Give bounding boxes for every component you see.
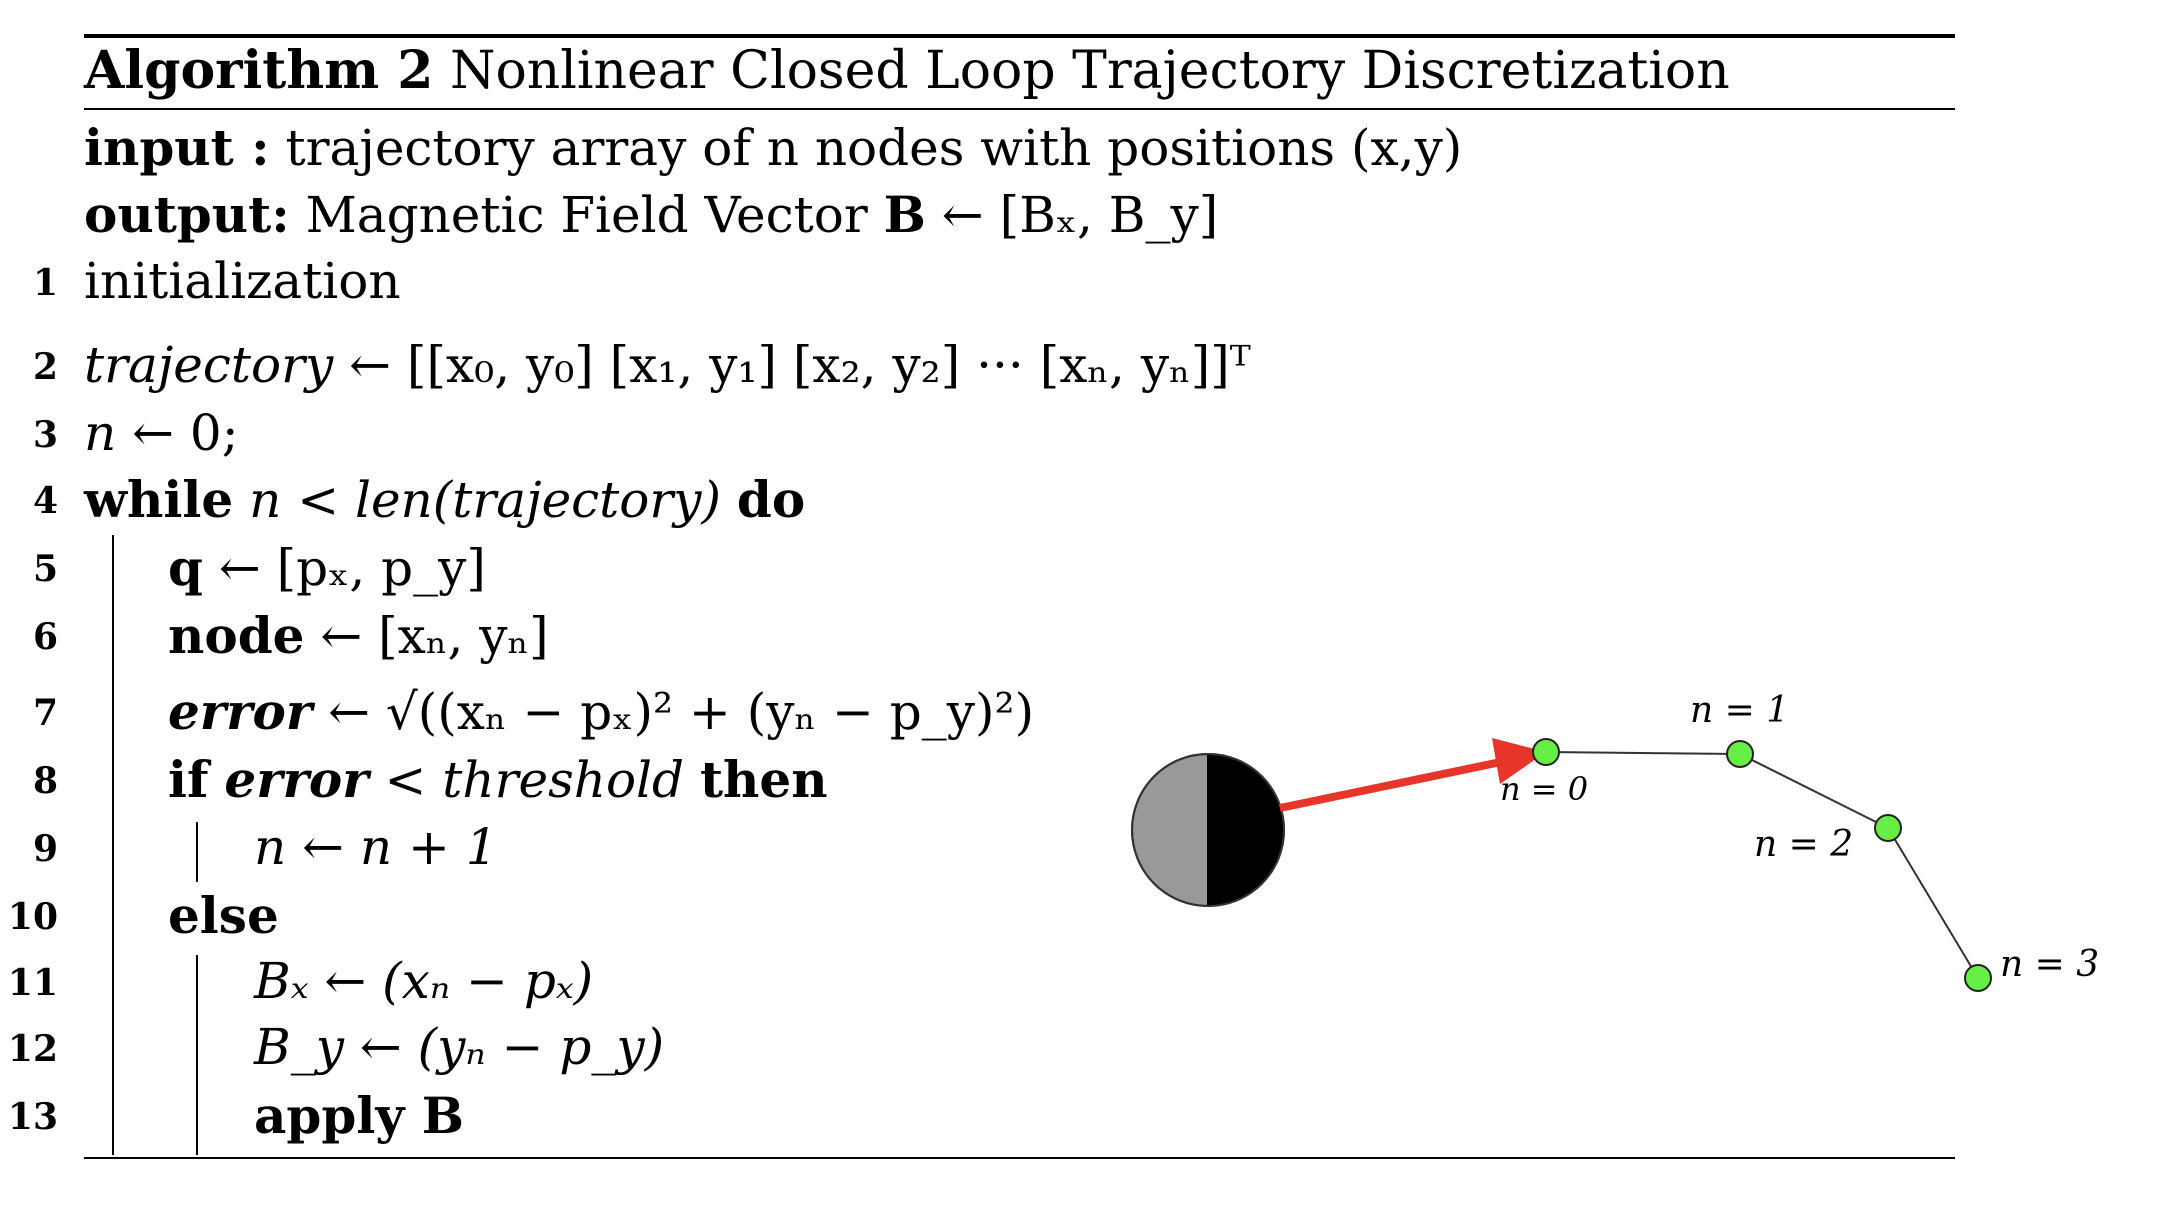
- node-label-1: n = 1: [1690, 690, 1789, 731]
- node-label-3: n = 3: [2000, 944, 2099, 985]
- input-separator: :: [233, 118, 270, 177]
- line-condition: n < len(trajectory): [233, 471, 737, 529]
- line-number: 8: [32, 760, 58, 802]
- algorithm-input: input : trajectory array of n nodes with…: [84, 118, 1462, 177]
- line-number: 13: [7, 1096, 58, 1138]
- algorithm-bottom-rule: [84, 1157, 1955, 1159]
- field-arrow: [1279, 754, 1521, 812]
- line-code: while n < len(trajectory) do: [84, 470, 805, 529]
- magnet-dark-half: [1207, 752, 1285, 908]
- line-text: ← [pₓ, p_y]: [202, 539, 486, 597]
- do-keyword: do: [736, 470, 806, 529]
- then-keyword: then: [699, 750, 828, 809]
- line-variable: error: [224, 750, 369, 809]
- output-vector: B: [883, 185, 926, 244]
- line-number: 2: [32, 346, 58, 388]
- algorithm-label: Algorithm 2: [84, 40, 434, 101]
- then-block-bar: [196, 822, 198, 882]
- line-number: 6: [32, 616, 58, 658]
- output-description: Magnetic Field Vector: [289, 186, 884, 244]
- line-number: 3: [32, 414, 58, 456]
- line-number: 11: [7, 962, 58, 1004]
- trajectory-node-2: [1874, 814, 1902, 842]
- line-number: 7: [32, 692, 58, 734]
- line-text: ← [xₙ, yₙ]: [304, 607, 549, 665]
- line-variable: B: [421, 1086, 465, 1145]
- line-variable: trajectory: [84, 336, 334, 394]
- line-number: 10: [7, 896, 58, 938]
- line-number: 4: [32, 480, 58, 522]
- trajectory-path: [1545, 751, 1979, 979]
- line-code: n ← 0;: [84, 404, 239, 462]
- trajectory-node-3: [1964, 964, 1992, 992]
- else-keyword: else: [168, 886, 279, 945]
- if-keyword: if: [168, 750, 209, 809]
- input-keyword: input: [84, 118, 234, 177]
- trajectory-diagram: n = 0 n = 1 n = 2 n = 3: [1131, 690, 2099, 992]
- line-code: error ← √((xₙ − pₓ)² + (yₙ − p_y)²): [168, 682, 1034, 741]
- magnet-light-half: [1131, 752, 1209, 908]
- line-text: B_y ← (yₙ − p_y): [254, 1018, 665, 1076]
- line-condition: < threshold: [368, 751, 700, 809]
- line-code: if error < threshold then: [168, 750, 828, 809]
- line-code: trajectory ← [[x₀, y₀] [x₁, y₁] [x₂, y₂]…: [84, 336, 1251, 394]
- line-text: ← 0;: [116, 404, 239, 462]
- trajectory-node-1: [1726, 740, 1754, 768]
- node-label-0: n = 0: [1500, 770, 1588, 808]
- line-text: ← [[x₀, y₀] [x₁, y₁] [x₂, y₂] ··· [xₙ, y…: [333, 336, 1251, 394]
- line-text: Bₓ ← (xₙ − pₓ): [254, 952, 594, 1010]
- magnet-outline: [1131, 753, 1285, 907]
- line-code: apply B: [254, 1086, 464, 1145]
- magnet-icon: [1131, 752, 1285, 908]
- line-variable: error: [168, 682, 313, 741]
- line-number: 5: [32, 548, 58, 590]
- line-code: q ← [pₓ, p_y]: [168, 538, 486, 597]
- line-variable: n: [84, 404, 117, 462]
- line-text: initialization: [84, 252, 401, 310]
- line-number: 1: [32, 262, 58, 304]
- while-keyword: while: [84, 470, 234, 529]
- output-assignment: ← [Bₓ, B_y]: [925, 186, 1219, 244]
- algorithm-caption: Algorithm 2 Nonlinear Closed Loop Trajec…: [84, 40, 1730, 101]
- input-description: trajectory array of n nodes with positio…: [269, 119, 1463, 177]
- node-label-2: n = 2: [1754, 824, 1853, 865]
- line-text: ← √((xₙ − pₓ)² + (yₙ − p_y)²): [312, 683, 1035, 741]
- algorithm-output: output: Magnetic Field Vector B ← [Bₓ, B…: [84, 185, 1218, 244]
- algorithm-top-rule: [84, 34, 1955, 38]
- line-number: 12: [7, 1028, 58, 1070]
- algorithm-title: Nonlinear Closed Loop Trajectory Discret…: [449, 41, 1730, 101]
- output-keyword: output:: [84, 185, 290, 244]
- line-code: node ← [xₙ, yₙ]: [168, 606, 549, 665]
- else-block-bar: [196, 955, 198, 1155]
- line-variable: q: [168, 538, 203, 597]
- apply-keyword: apply: [254, 1086, 405, 1145]
- trajectory-node-0: [1532, 738, 1560, 766]
- line-number: 9: [32, 828, 58, 870]
- line-text: n ← n + 1: [254, 818, 498, 876]
- line-variable: node: [168, 606, 305, 665]
- algorithm-caption-rule: [84, 108, 1955, 110]
- while-block-bar: [112, 535, 114, 1155]
